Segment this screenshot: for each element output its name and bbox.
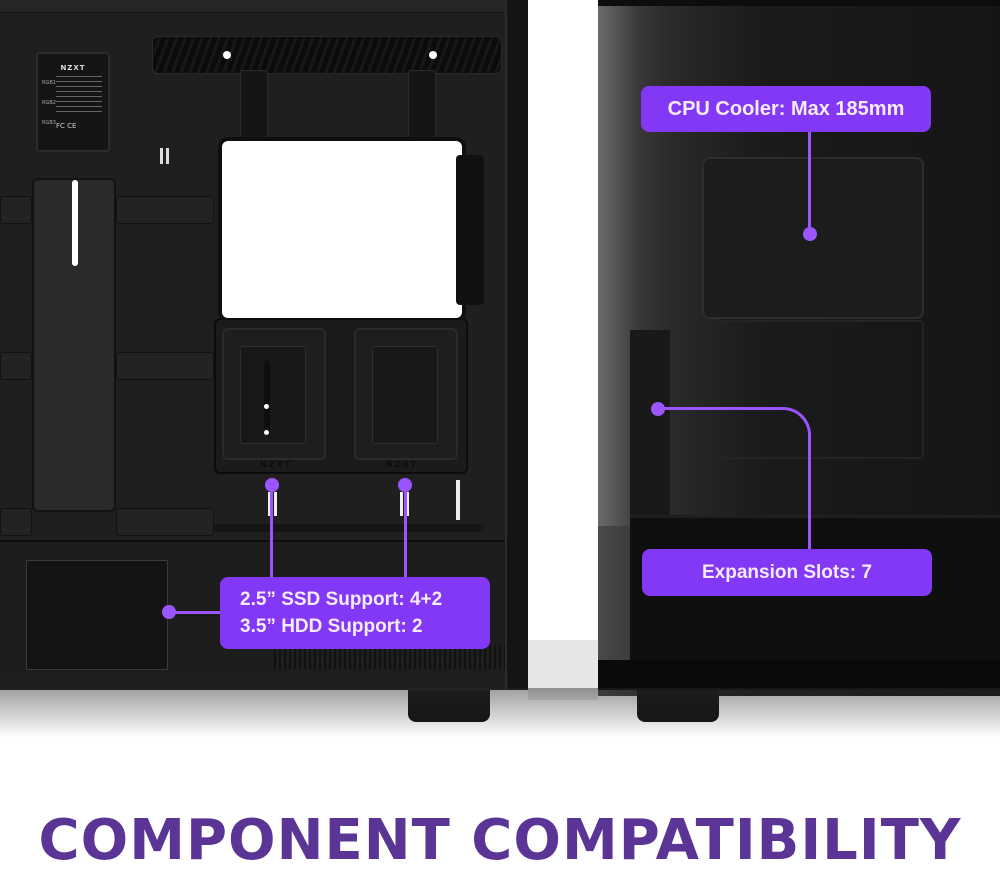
indicator-mark [400,492,403,516]
expansion-slot-bracket [630,330,672,520]
callout-expansion-slots: Expansion Slots: 7 [642,549,932,596]
side-bracket [456,155,484,305]
ssd-tray-plate [240,346,306,444]
cable-strap [240,70,268,142]
callout-storage-support: 2.5” SSD Support: 4+2 3.5” HDD Support: … [220,577,490,649]
case-bottom-trim [598,660,1000,690]
hub-logo: NZXT [60,64,86,72]
shroud-rail [214,524,484,532]
case-top-edge [0,0,528,13]
callout-cpu-cooler-text: CPU Cooler: Max 185mm [667,97,905,120]
callout-ssd-support-text: 2.5” SSD Support: 4+2 [240,589,443,610]
cable-strap [408,70,436,142]
indicator-mark [274,492,277,516]
callout-connector-line [808,132,811,232]
hub-port-label: RGB2 [42,100,56,106]
hdd-cage [26,560,168,670]
callout-connector-line [808,432,811,550]
hub-cert-marks: FC CE [56,122,77,130]
callout-hdd-support-text: 3.5” HDD Support: 2 [240,616,423,637]
case-foot [637,690,719,722]
light-bar [72,180,78,266]
background-gap-floor [528,640,598,700]
callout-connector-line [270,488,273,580]
hub-port-label: RGB1 [42,80,56,86]
velcro-tie [0,196,32,224]
indicator-mark [268,492,271,516]
bottom-vent [274,645,506,669]
indicator-mark [406,492,409,516]
tray-logo: NZXT [260,460,293,469]
ssd-tray: NZXT [222,328,326,469]
tray-pin [264,430,269,435]
callout-connector-line [172,611,222,614]
velcro-tie [116,508,214,536]
callout-marker-dot [265,478,279,492]
case-rear-rail [505,0,530,690]
callout-cpu-cooler: CPU Cooler: Max 185mm [641,86,931,132]
velcro-tie [116,196,214,224]
ssd-tray: NZXT [354,328,458,469]
callout-connector-line [404,488,407,580]
callout-marker-dot [803,227,817,241]
cpu-cutout [218,137,466,322]
hub-port-label: RGB3 [42,120,56,126]
case-foot [408,690,490,722]
tray-slot [264,360,270,436]
case-rear-view: NZXT RGB1 RGB2 RGB3 FC CE NZXT NZXT [0,0,530,690]
page-heading: COMPONENT COMPATIBILITY [38,808,962,873]
floor-shadow [0,688,1000,738]
background-gap [528,0,598,700]
callout-connector-line [660,407,782,410]
indicator-mark [166,148,169,164]
tray-pin [264,404,269,409]
tray-logo: NZXT [386,460,419,469]
indicator-mark [456,480,460,520]
vent-hole [223,51,231,59]
callout-marker-dot [651,402,665,416]
velcro-tie [0,508,32,536]
callout-marker-dot [398,478,412,492]
indicator-mark [160,148,163,164]
ssd-tray-plate [372,346,438,444]
rear-fan-vent [152,36,502,74]
callout-marker-dot [162,605,176,619]
vent-hole [429,51,437,59]
hub-spec-text [56,76,102,114]
motherboard-tray [702,320,924,459]
ssd-bay-frame: NZXT NZXT [214,318,468,474]
rgb-fan-hub: NZXT RGB1 RGB2 RGB3 FC CE [36,52,110,152]
velcro-tie [116,352,214,380]
callout-expansion-slots-text: Expansion Slots: 7 [702,561,872,583]
velcro-tie [0,352,32,380]
